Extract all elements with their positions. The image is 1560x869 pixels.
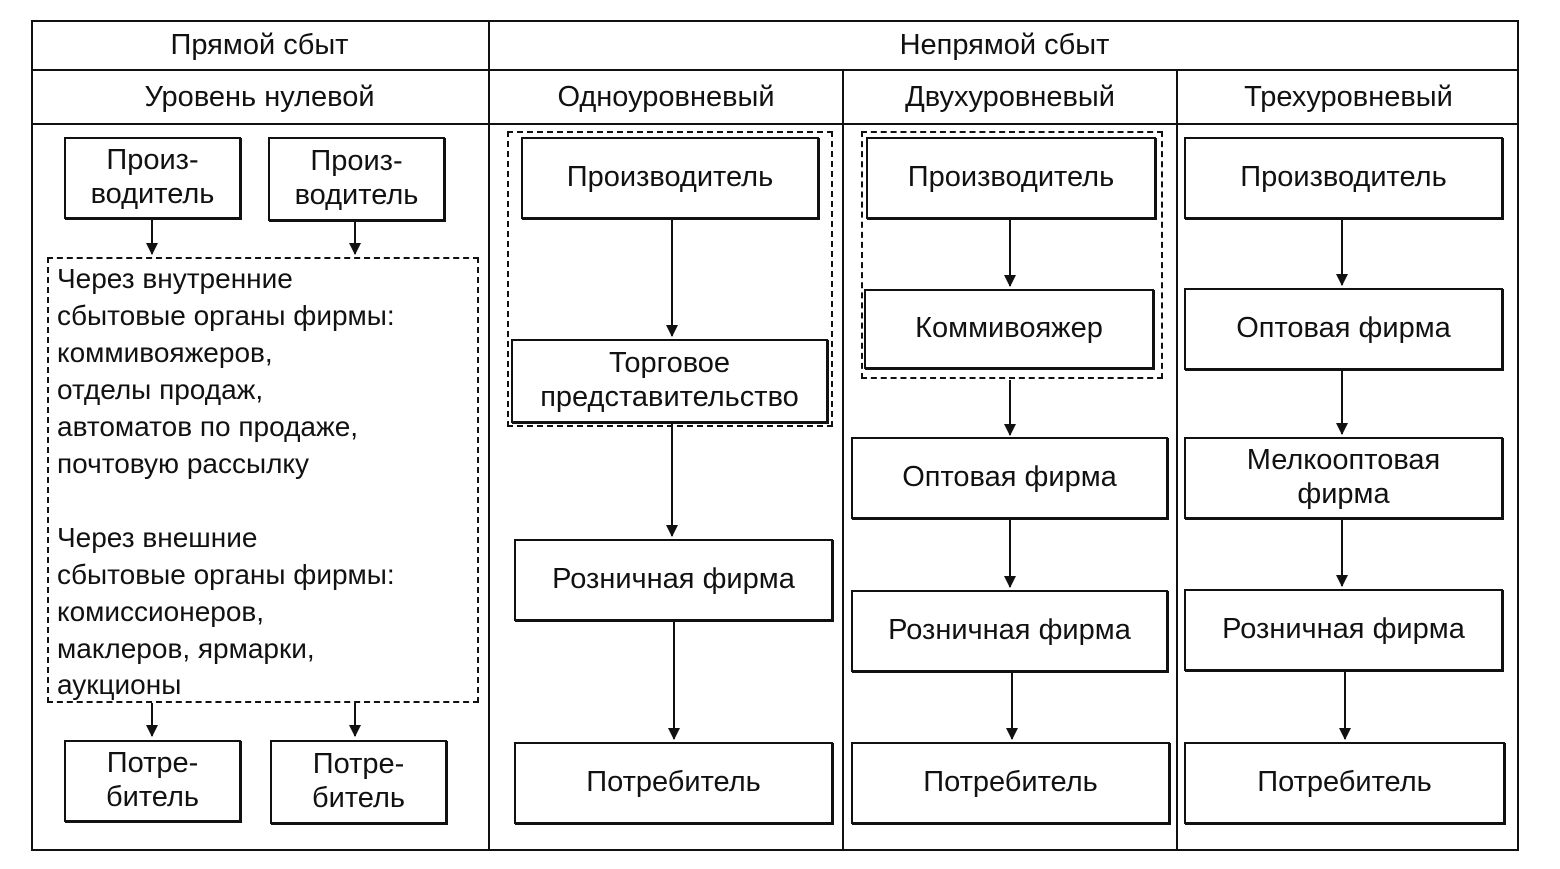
two-level-dashed-group	[861, 131, 1163, 379]
two-producer: Производитель	[866, 137, 1156, 219]
col-divider-1	[842, 69, 844, 851]
two-wholesaler: Оптовая фирма	[851, 437, 1168, 519]
three-wholesaler: Оптовая фирма	[1184, 288, 1503, 370]
level-two: Двухуровневый	[905, 80, 1115, 113]
direct-consumer-left: Потре- битель	[64, 740, 241, 822]
level-one: Одноуровневый	[557, 80, 775, 113]
level-three: Трехуровневый	[1244, 80, 1453, 113]
direct-producer-left: Произ- водитель	[64, 137, 241, 219]
direct-producer-right: Произ- водитель	[268, 137, 445, 221]
two-salesman: Коммивояжер	[864, 289, 1154, 369]
header-direct-sales: Прямой сбыт	[170, 29, 349, 61]
two-retailer: Розничная фирма	[851, 590, 1168, 672]
direct-consumer-right: Потре- битель	[270, 740, 447, 824]
three-producer: Производитель	[1184, 137, 1503, 219]
one-trade-office: Торговое представительство	[511, 339, 828, 423]
one-level-dashed-group	[507, 131, 833, 427]
one-retailer: Розничная фирма	[514, 539, 833, 621]
header-divider	[31, 69, 1519, 71]
one-producer: Производитель	[521, 137, 819, 219]
header-indirect-sales: Непрямой сбыт	[899, 29, 1110, 61]
level-divider	[31, 123, 1519, 125]
three-consumer: Потребитель	[1184, 742, 1505, 824]
three-small-wholesaler: Мелкооптовая фирма	[1184, 437, 1503, 519]
three-retailer: Розничная фирма	[1184, 589, 1503, 671]
two-consumer: Потребитель	[851, 742, 1170, 824]
one-consumer: Потребитель	[514, 742, 833, 824]
table-frame	[31, 20, 1519, 851]
direct-indirect-divider	[488, 20, 490, 851]
direct-channels-group: Через внутренние сбытовые органы фирмы: …	[47, 257, 479, 703]
col-divider-2	[1176, 69, 1178, 851]
level-zero: Уровень нулевой	[144, 80, 375, 113]
